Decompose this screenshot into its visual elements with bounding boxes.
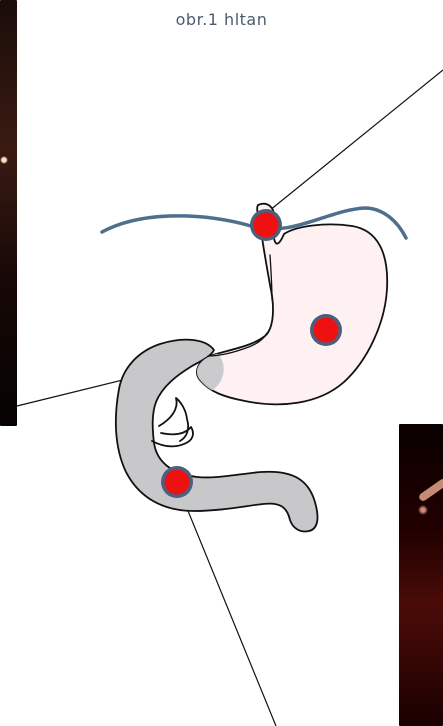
marker-stomach bbox=[310, 314, 342, 346]
red-dot-icon bbox=[165, 470, 190, 495]
leader-line-top bbox=[264, 70, 443, 215]
marker-esophagus bbox=[250, 209, 282, 241]
leader-line-bottom bbox=[177, 484, 276, 726]
marker-duodenum bbox=[161, 466, 193, 498]
duodenum-fold bbox=[152, 398, 193, 446]
stomach-shape bbox=[197, 204, 387, 405]
red-dot-icon bbox=[314, 318, 339, 343]
red-dot-icon bbox=[254, 213, 279, 238]
